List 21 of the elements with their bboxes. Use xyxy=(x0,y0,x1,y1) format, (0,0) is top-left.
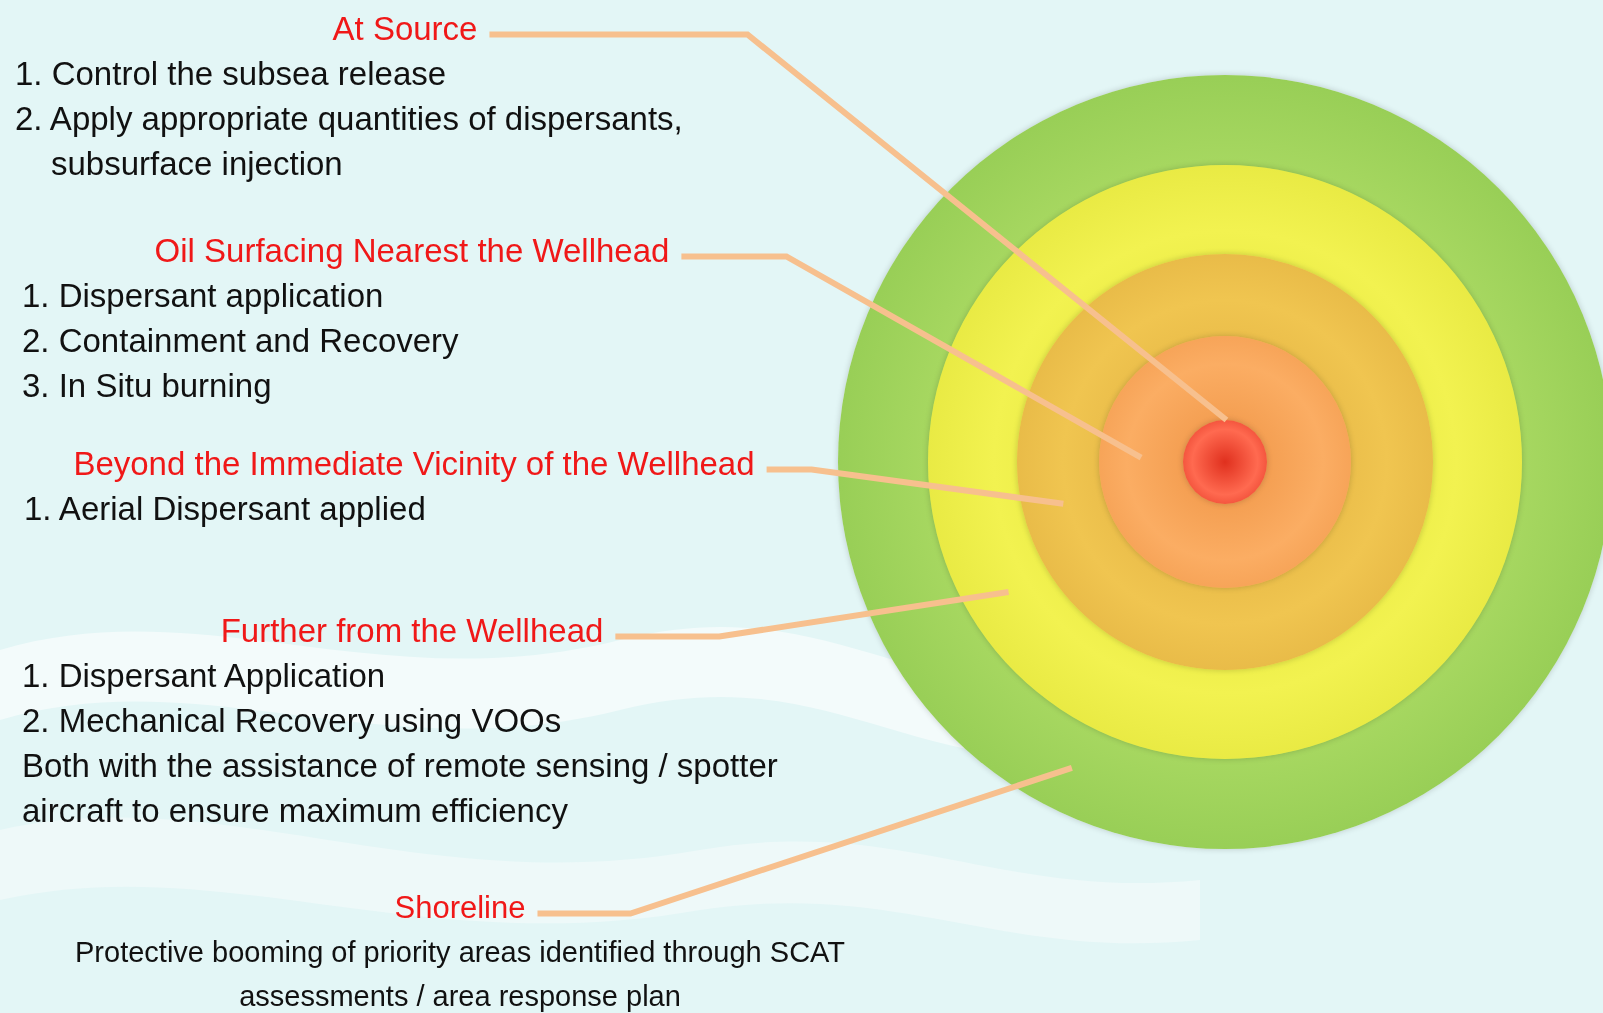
list-item: 2. Apply appropriate quantities of dispersants, subsurface injection xyxy=(15,100,683,182)
leader-line xyxy=(489,31,1229,423)
list-item: 1. Control the subsea release xyxy=(15,55,447,92)
ring-circle xyxy=(1183,420,1267,504)
leader-line xyxy=(766,466,1064,507)
zone-heading: Beyond the Immediate Vicinity of the Wellhead xyxy=(73,445,755,482)
list-item: 1. Dispersant application xyxy=(22,277,384,314)
list-item: 2. Mechanical Recovery using VOOs xyxy=(22,702,562,739)
leader-line xyxy=(615,589,1009,640)
list-item: 1. Aerial Dispersant applied xyxy=(24,490,426,527)
body-text: Protective booming of priority areas identified through SCAT assessments / area response plan xyxy=(75,936,845,1012)
leader-line xyxy=(537,764,1073,917)
zone-heading: At Source xyxy=(332,10,478,47)
list-item: 3. In Situ burning xyxy=(22,367,272,404)
list-item: 1. Dispersant Application xyxy=(22,657,386,694)
leader-line xyxy=(681,253,1143,461)
zone-heading: Shoreline xyxy=(394,890,526,925)
zone-heading: Oil Surfacing Nearest the Wellhead xyxy=(154,232,670,269)
list-item: Both with the assistance of remote sensing / spotter aircraft to ensure maximum efficiency xyxy=(22,747,778,829)
list-item: 2. Containment and Recovery xyxy=(22,322,459,359)
zone-heading: Further from the Wellhead xyxy=(220,612,604,649)
